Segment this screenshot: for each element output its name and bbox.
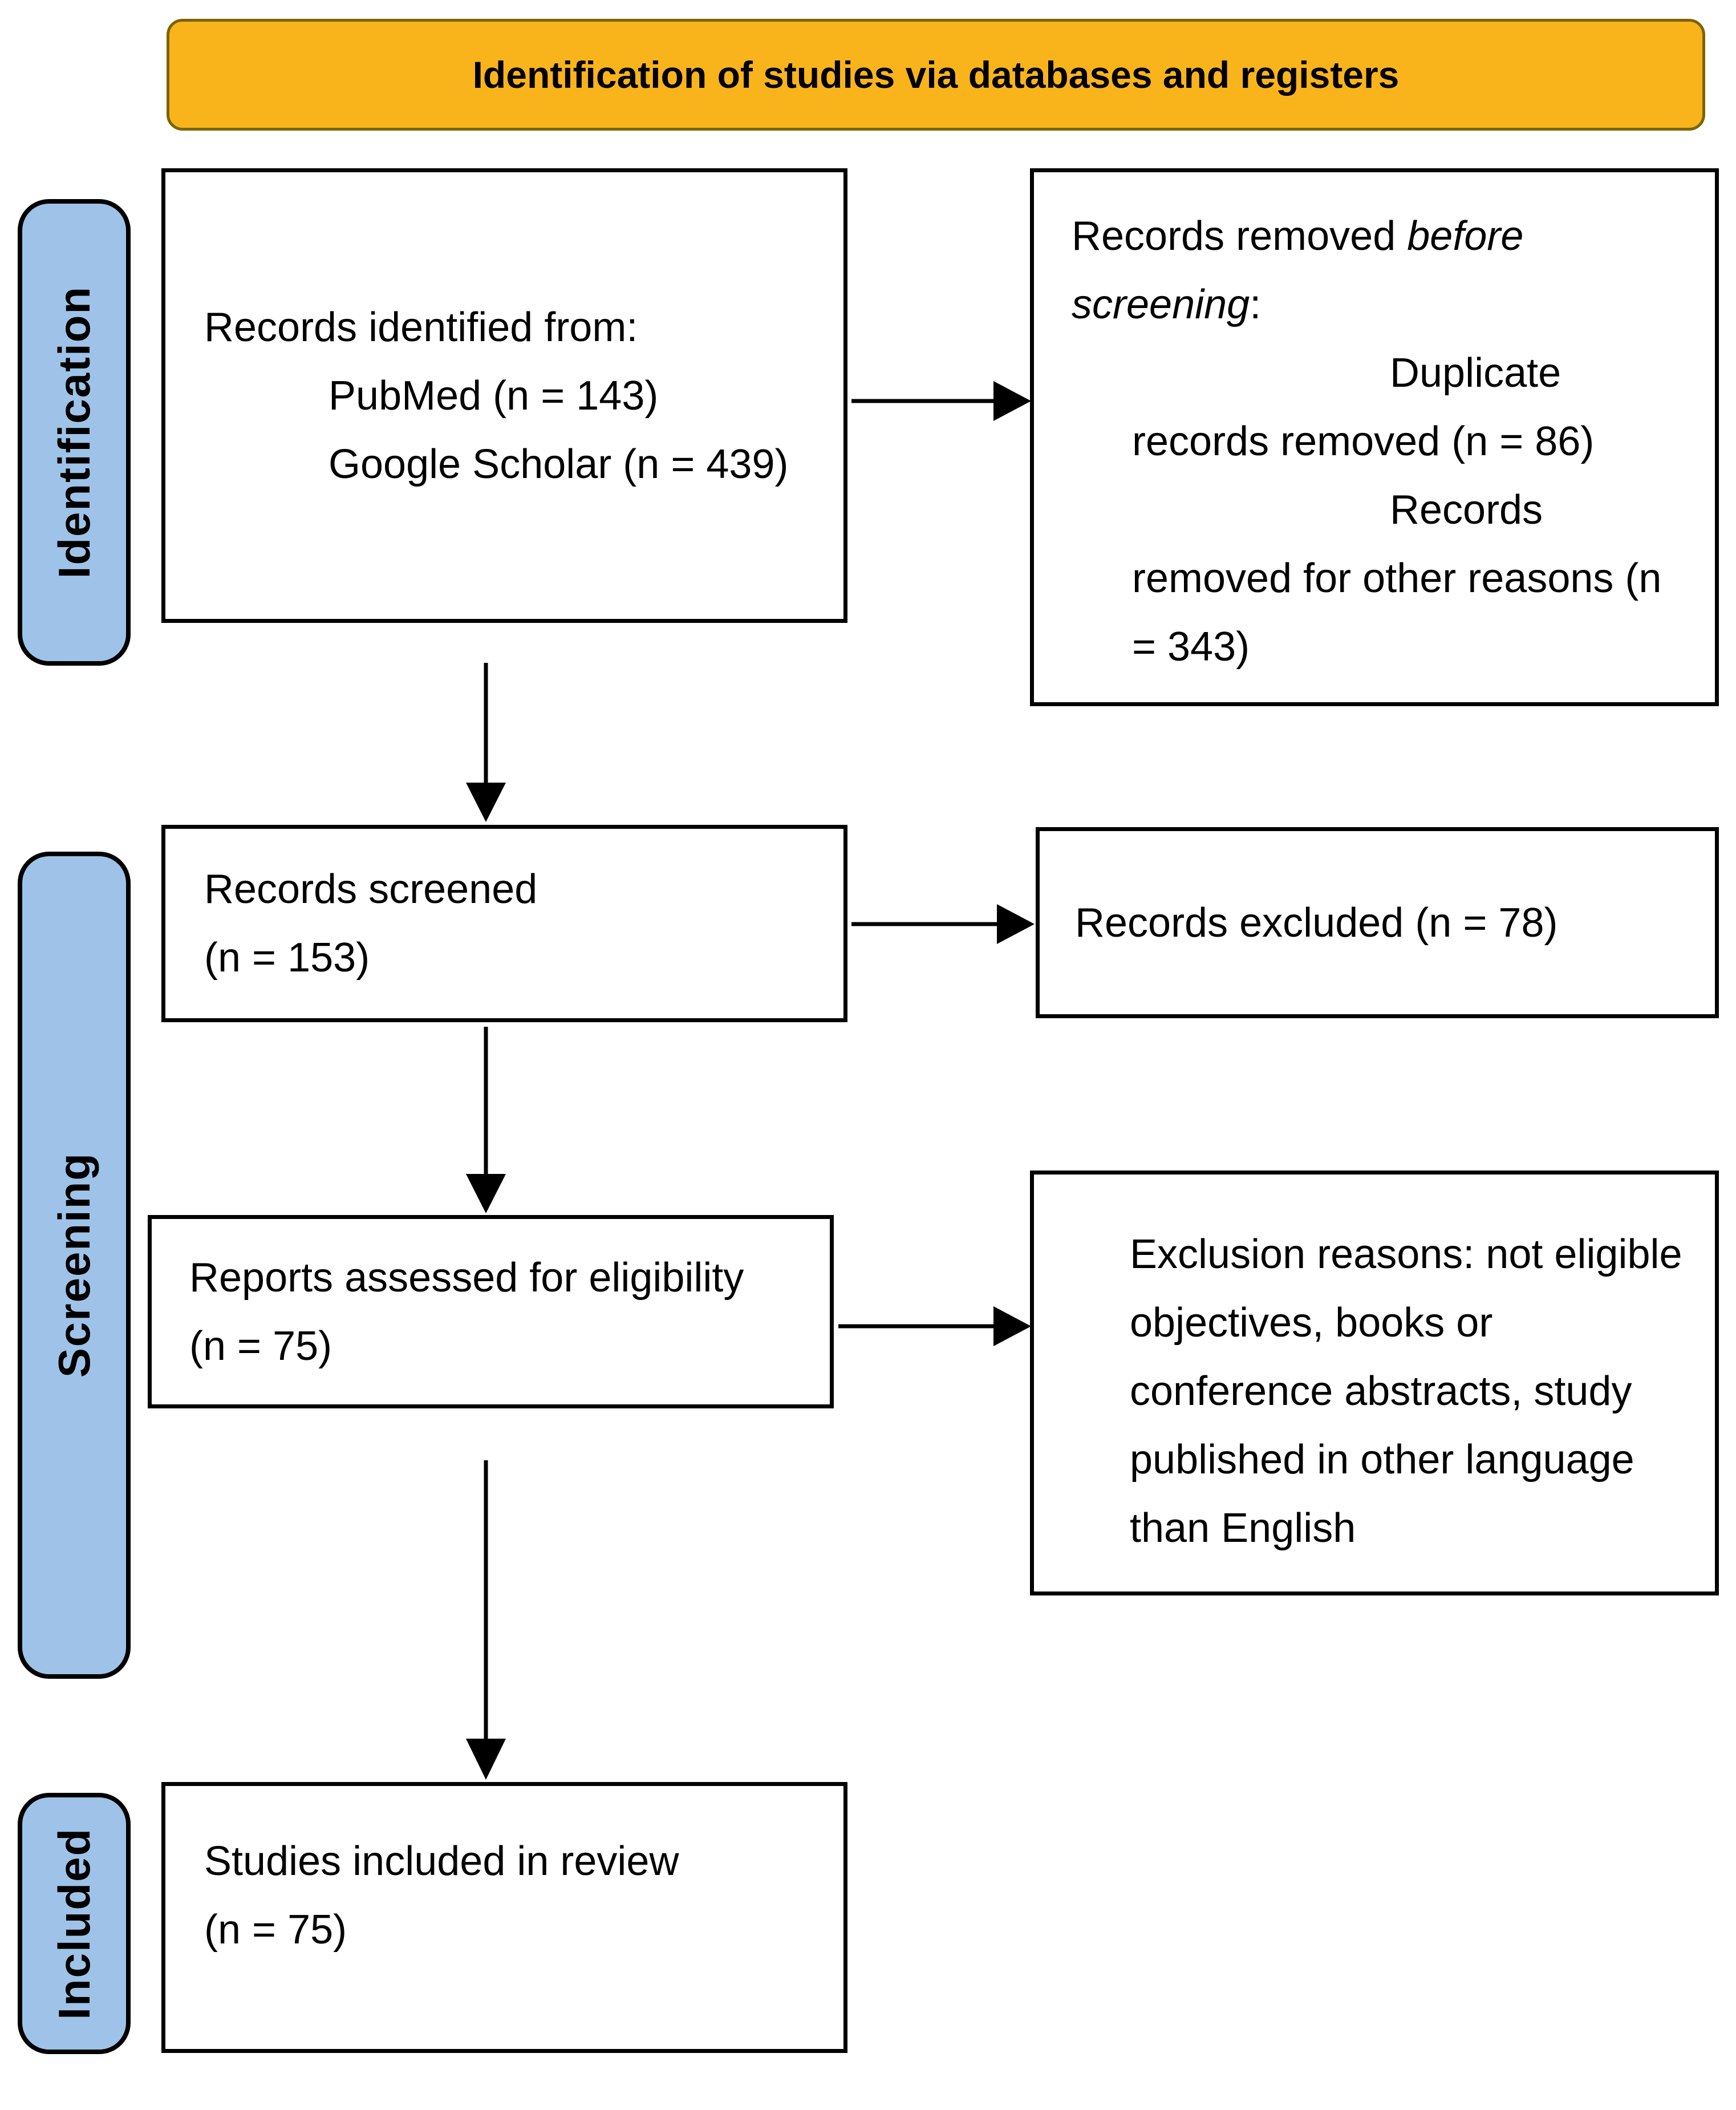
box-exclusion-reasons: Exclusion reasons: not eligible objectiv… bbox=[1030, 1171, 1719, 1595]
box-records-removed-before-screening: Records removed before screening: Duplic… bbox=[1030, 168, 1719, 706]
records-identified-intro: Records identified from: bbox=[204, 304, 638, 350]
box-records-identified: Records identified from: PubMed (n = 143… bbox=[161, 168, 847, 623]
stage-label-screening: Screening bbox=[18, 852, 131, 1679]
records-removed-lead: Records removed before screening: bbox=[1072, 213, 1524, 327]
stage-label-included: Included bbox=[18, 1793, 131, 2054]
reports-assessed-line1: Reports assessed for eligibility bbox=[189, 1254, 744, 1301]
box-reports-assessed: Reports assessed for eligibility (n = 75… bbox=[148, 1215, 834, 1408]
other-reasons-removed-item: Records removed for other reasons (n = 3… bbox=[1132, 487, 1662, 670]
records-identified-source-pubmed: PubMed (n = 143) bbox=[328, 372, 659, 419]
records-screened-line1: Records screened bbox=[204, 866, 538, 912]
box-records-screened: Records screened (n = 153) bbox=[161, 825, 847, 1022]
banner-title: Identification of studies via databases … bbox=[167, 19, 1705, 131]
studies-included-count: (n = 75) bbox=[204, 1907, 347, 1953]
arrow-screened-to-excluded bbox=[851, 904, 1035, 944]
arrow-assessed-to-included bbox=[466, 1460, 506, 1780]
box-records-excluded: Records excluded (n = 78) bbox=[1036, 827, 1719, 1018]
arrow-identified-to-screened bbox=[466, 663, 506, 822]
arrow-identified-to-removed bbox=[851, 381, 1031, 421]
box-studies-included: Studies included in review (n = 75) bbox=[161, 1782, 847, 2053]
arrow-screened-to-assessed bbox=[466, 1027, 506, 1213]
stage-label-identification: Identification bbox=[18, 199, 131, 666]
studies-included-line1: Studies included in review bbox=[204, 1838, 679, 1884]
records-excluded-text: Records excluded (n = 78) bbox=[1075, 900, 1558, 946]
exclusion-reasons-text: Exclusion reasons: not eligible objectiv… bbox=[1130, 1232, 1682, 1551]
banner-title-text: Identification of studies via databases … bbox=[472, 54, 1400, 96]
duplicates-removed-item: Duplicate records removed (n = 86) bbox=[1132, 350, 1595, 464]
records-identified-source-scholar: Google Scholar (n = 439) bbox=[328, 441, 789, 487]
records-screened-count: (n = 153) bbox=[204, 935, 370, 981]
reports-assessed-count: (n = 75) bbox=[189, 1323, 332, 1369]
records-removed-lead-italic: before screening bbox=[1072, 213, 1524, 327]
arrow-assessed-to-reasons bbox=[838, 1306, 1031, 1346]
